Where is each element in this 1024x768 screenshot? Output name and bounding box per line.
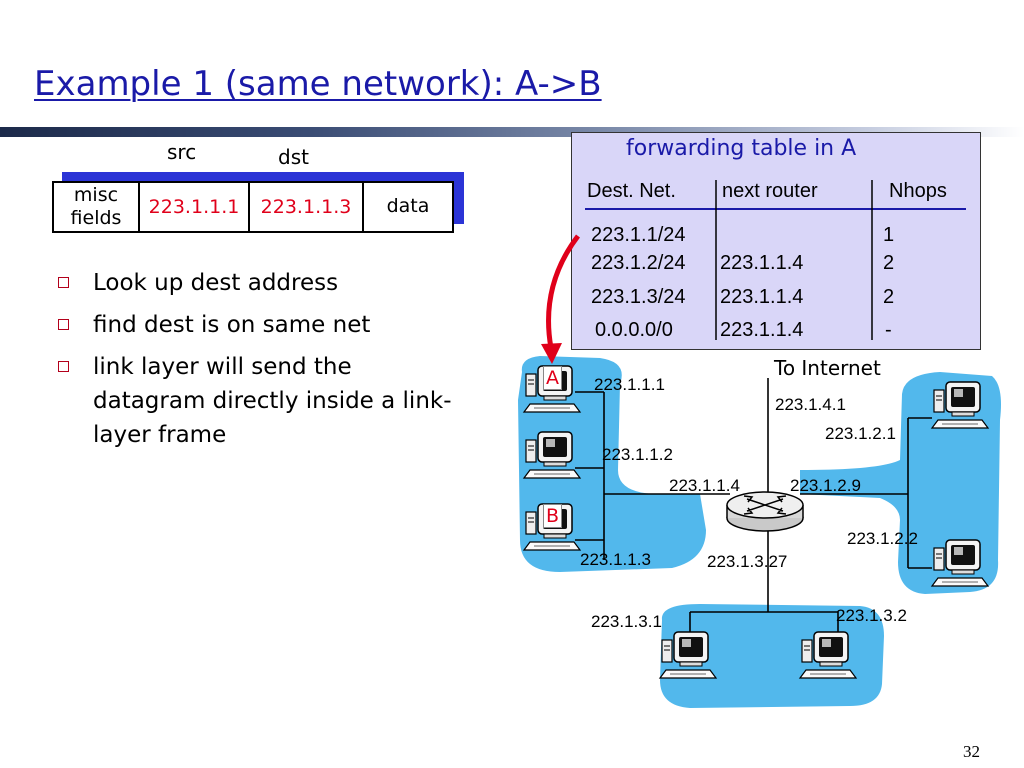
page-number: 32 — [963, 742, 980, 761]
fwd-cell: 223.1.1/24 — [591, 224, 686, 246]
ip-label: 223.1.1.3 — [580, 550, 651, 569]
forwarding-table-title: forwarding table in A — [626, 136, 857, 161]
host-b-label: B — [543, 504, 563, 528]
datagram-src-ip: 223.1.1.1 — [140, 183, 250, 231]
ip-label: 223.1.1.2 — [602, 445, 673, 464]
datagram-dst-ip: 223.1.1.3 — [250, 183, 364, 231]
bullet-item: Look up dest address — [54, 266, 474, 300]
datagram: misc fields 223.1.1.1 223.1.1.3 data — [52, 181, 454, 233]
bullet-item: link layer will send the datagram direct… — [54, 350, 474, 452]
subnet-223-1-3-blob — [660, 604, 884, 708]
datagram-data: data — [386, 195, 430, 217]
fwd-cell: 1 — [883, 224, 895, 246]
fwd-cell: 2 — [883, 252, 895, 274]
slide-title: Example 1 (same network): A->B — [34, 64, 602, 104]
fwd-cell: 223.1.1.4 — [720, 286, 804, 308]
lookup-arrow — [546, 234, 580, 349]
fwd-cell: 223.1.1.4 — [720, 252, 804, 274]
ip-label: 223.1.3.2 — [836, 606, 907, 625]
ip-label: 223.1.3.27 — [707, 552, 788, 571]
ip-label: 223.1.2.2 — [847, 529, 918, 548]
fwd-cell: 223.1.1.4 — [720, 319, 804, 341]
title-divider-bar — [0, 127, 1024, 137]
fwd-cell: - — [885, 319, 892, 341]
ip-label: 223.1.2.1 — [825, 424, 896, 443]
ip-label: 223.1.4.1 — [775, 395, 846, 414]
network-links — [575, 378, 932, 632]
fwd-cell: 0.0.0.0/0 — [595, 319, 673, 341]
lookup-arrow-head — [541, 343, 562, 364]
to-internet-label: To Internet — [774, 356, 881, 380]
bullet-checkbox-icon — [58, 361, 69, 372]
bullet-text: link layer will send the datagram direct… — [93, 354, 452, 448]
fwd-header-next: next router — [722, 180, 818, 202]
datagram-misc-fields-text: misc fields — [70, 184, 122, 229]
bullet-item: find dest is on same net — [54, 308, 474, 342]
bullet-checkbox-icon — [58, 277, 69, 288]
fwd-cell: 223.1.2/24 — [591, 252, 686, 274]
datagram-misc-fields: misc fields — [54, 183, 140, 231]
fwd-cell: 2 — [883, 286, 895, 308]
dst-label: dst — [278, 145, 309, 169]
ip-label: 223.1.1.4 — [669, 476, 740, 495]
bullet-checkbox-icon — [58, 319, 69, 330]
fwd-header-nhops: Nhops — [889, 180, 947, 202]
forwarding-table-panel — [571, 132, 981, 350]
bullet-text: Look up dest address — [93, 270, 339, 296]
src-label: src — [167, 140, 197, 164]
bullet-text: find dest is on same net — [93, 312, 371, 338]
ip-label: 223.1.1.1 — [594, 375, 665, 394]
fwd-cell: 223.1.3/24 — [591, 286, 686, 308]
router-icon — [726, 491, 804, 532]
host-a-label: A — [543, 366, 562, 390]
bullet-list: Look up dest address find dest is on sam… — [54, 266, 474, 460]
ip-label: 223.1.2.9 — [790, 476, 861, 495]
ip-label: 223.1.3.1 — [591, 612, 662, 631]
fwd-header-dest: Dest. Net. — [587, 180, 676, 202]
